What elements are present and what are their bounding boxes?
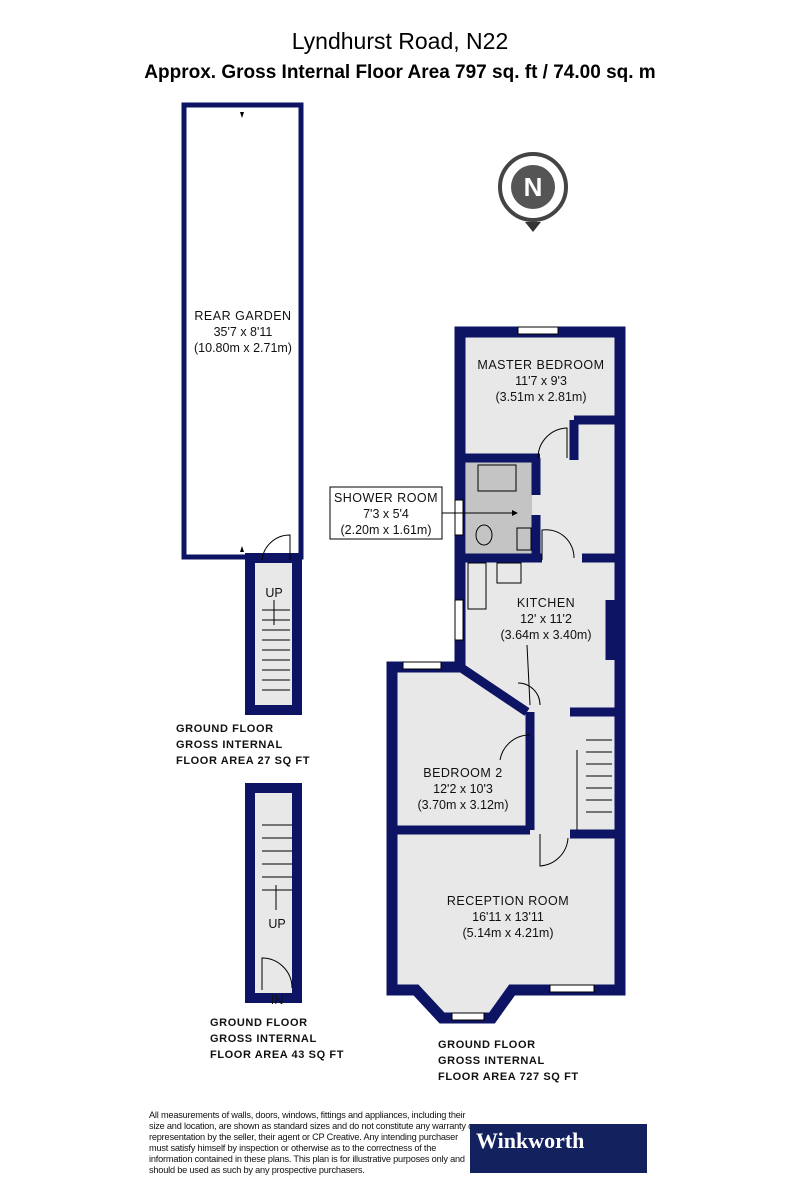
room-dims-imperial: 7'3 x 5'4	[363, 507, 409, 521]
room-dims-imperial: 35'7 x 8'11	[214, 325, 273, 339]
area-line: GROUND FLOOR	[438, 1039, 536, 1051]
disclaimer: All measurements of walls, doors, window…	[149, 1110, 476, 1175]
room-name: RECEPTION ROOM	[447, 894, 569, 908]
area-label-727: GROUND FLOOR GROSS INTERNAL FLOOR AREA 7…	[438, 1039, 579, 1083]
area-line: FLOOR AREA 27 SQ FT	[176, 755, 310, 767]
stairs-up-label: UP	[265, 586, 282, 600]
room-dims-imperial: 12'2 x 10'3	[433, 782, 493, 796]
rear-garden: REAR GARDEN 35'7 x 8'11 (10.80m x 2.71m)	[181, 102, 304, 560]
side-stairs-2: UP IN	[245, 783, 302, 1007]
area-line: FLOOR AREA 43 SQ FT	[210, 1049, 344, 1061]
entrance-label: IN	[271, 993, 284, 1007]
main-flat: MASTER BEDROOM 11'7 x 9'3 (3.51m x 2.81m…	[386, 326, 626, 1024]
room-name: MASTER BEDROOM	[477, 358, 604, 372]
area-line: GROUND FLOOR	[210, 1017, 308, 1029]
compass-letter: N	[524, 172, 543, 202]
area-label-43: GROUND FLOOR GROSS INTERNAL FLOOR AREA 4…	[210, 1017, 344, 1061]
area-line: GROSS INTERNAL	[176, 739, 283, 751]
room-dims-imperial: 11'7 x 9'3	[515, 374, 567, 388]
area-line: GROSS INTERNAL	[210, 1033, 317, 1045]
room-dims-metric: (3.64m x 3.40m)	[500, 628, 591, 642]
room-dims-metric: (3.70m x 3.12m)	[417, 798, 508, 812]
stairs-up-label: UP	[268, 917, 285, 931]
shower-room-callout: SHOWER ROOM 7'3 x 5'4 (2.20m x 1.61m)	[329, 486, 518, 540]
room-name: KITCHEN	[517, 596, 575, 610]
page-title: Lyndhurst Road, N22	[291, 28, 509, 54]
area-line: FLOOR AREA 727 SQ FT	[438, 1071, 579, 1083]
winkworth-logo: Winkworth	[470, 1124, 647, 1173]
room-name: BEDROOM 2	[423, 766, 503, 780]
floor-area-subtitle: Approx. Gross Internal Floor Area 797 sq…	[144, 62, 656, 83]
room-dims-imperial: 12' x 11'2	[520, 612, 572, 626]
room-name: SHOWER ROOM	[334, 491, 438, 505]
room-dims-metric: (2.20m x 1.61m)	[340, 523, 431, 537]
compass-icon: N	[498, 152, 568, 232]
room-dims-metric: (5.14m x 4.21m)	[462, 926, 553, 940]
area-line: GROUND FLOOR	[176, 723, 274, 735]
area-label-27: GROUND FLOOR GROSS INTERNAL FLOOR AREA 2…	[176, 723, 310, 767]
area-line: GROSS INTERNAL	[438, 1055, 545, 1067]
room-name: REAR GARDEN	[194, 309, 291, 323]
room-dims-metric: (3.51m x 2.81m)	[495, 390, 586, 404]
side-stairs-1: UP	[245, 534, 302, 715]
room-dims-metric: (10.80m x 2.71m)	[194, 341, 292, 355]
room-dims-imperial: 16'11 x 13'11	[472, 910, 544, 924]
